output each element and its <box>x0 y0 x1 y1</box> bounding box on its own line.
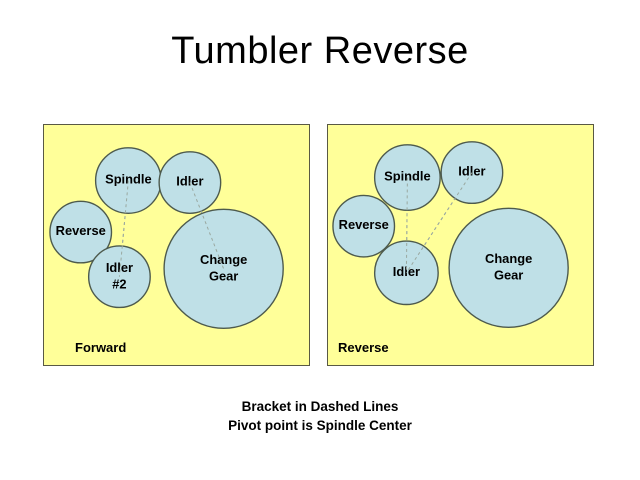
gear-circle-change-gear <box>163 208 284 329</box>
gear-label-idler: Idler <box>176 174 203 189</box>
gear-label-idler-2: Idler#2 <box>106 260 133 292</box>
gear-circle-reverse <box>332 194 396 258</box>
gear-circle-change-gear <box>448 207 569 329</box>
gear-reverse: Reverse <box>332 194 396 258</box>
gear-label-spindle: Spindle <box>105 172 152 187</box>
bracket-line-overlay-spindle-to-idler-2 <box>405 177 408 273</box>
gear-spindle: Spindle <box>94 147 162 214</box>
panel-reverse-label: Reverse <box>338 340 389 355</box>
caption-line-2: Pivot point is Spindle Center <box>228 418 412 433</box>
panel-forward-label: Forward <box>75 340 127 355</box>
gear-label-spindle: Spindle <box>384 169 431 184</box>
caption-line-1: Bracket in Dashed Lines <box>241 399 399 414</box>
gear-label-idler-2: Idler <box>393 264 420 279</box>
gear-spindle: Spindle <box>373 144 441 211</box>
gear-label-reverse: Reverse <box>339 218 389 233</box>
bracket-line-overlay-idler-to-idler-2 <box>405 172 473 274</box>
gear-circle-reverse <box>49 200 113 264</box>
bracket-line-overlay-spindle-to-idler-2 <box>118 180 129 277</box>
gear-label-idler: Idler <box>458 164 485 179</box>
gear-reverse: Reverse <box>49 200 113 264</box>
gear-label-reverse: Reverse <box>56 224 106 239</box>
page-title: Tumbler Reverse <box>171 30 469 72</box>
